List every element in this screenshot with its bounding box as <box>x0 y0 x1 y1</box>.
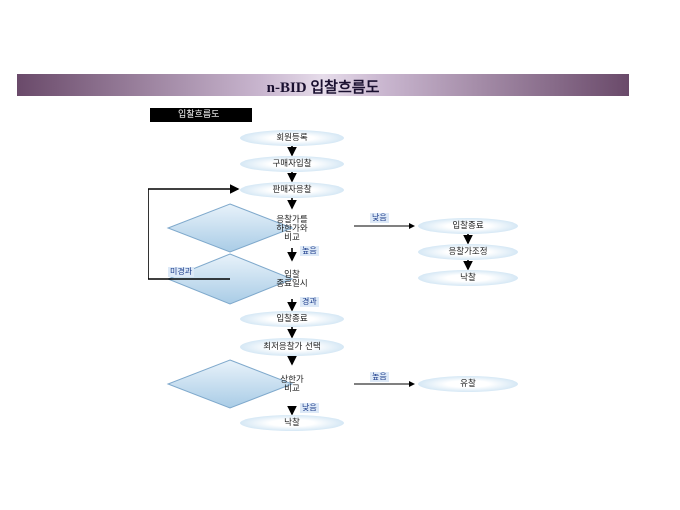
node-right-bid-end: 입찰종료 <box>418 218 518 234</box>
node-lowest-select: 최저응찰가 선택 <box>240 338 344 356</box>
node-bid-end-time: 입찰 종료일시 <box>276 270 308 289</box>
node-bid-end: 입찰종료 <box>240 311 344 327</box>
node-fail: 유찰 <box>418 376 518 392</box>
node-buyer-bid: 구매자입찰 <box>240 156 344 172</box>
edge-label-low-1: 낮음 <box>370 213 389 223</box>
edge-label-low-2: 낮음 <box>300 403 319 413</box>
node-compare-price: 응찰가를 하한가와 비교 <box>276 214 308 243</box>
edge-label-not-passed: 미경과 <box>168 267 195 277</box>
loop-back-line <box>148 184 240 280</box>
page-title: n-BID 입찰흐름도 <box>266 80 380 96</box>
title-bar: n-BID 입찰흐름도 <box>17 74 629 96</box>
edge-label-high-2: 높음 <box>370 372 389 382</box>
node-right-award: 낙찰 <box>418 270 518 286</box>
diamond-compare-upper <box>166 359 294 409</box>
node-seller-bid: 판매자응찰 <box>240 182 344 198</box>
flowchart-header-label: 입찰흐름도 <box>150 108 252 122</box>
flowchart: 회원등록 구매자입찰 판매자응찰 입찰종료 최저응찰가 선택 낙찰 응찰가를 하… <box>148 124 520 438</box>
node-right-adjust: 응찰가조정 <box>418 244 518 260</box>
node-compare-upper: 상한가 비교 <box>280 375 304 394</box>
diamond-compare-price <box>166 203 294 253</box>
edge-label-passed: 경과 <box>300 297 319 307</box>
node-register: 회원등록 <box>240 130 344 146</box>
edge-label-high-1: 높음 <box>300 246 319 256</box>
node-award: 낙찰 <box>240 415 344 431</box>
